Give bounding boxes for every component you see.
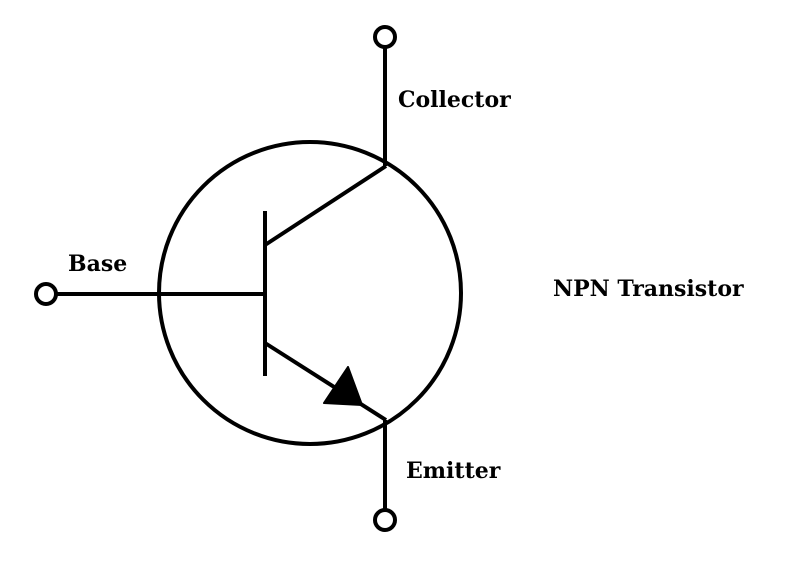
emitter-label: Emitter xyxy=(406,458,501,484)
emitter-arrow-icon xyxy=(323,366,363,406)
emitter-terminal xyxy=(373,508,397,532)
diagram-title: NPN Transistor xyxy=(553,276,744,302)
collector-diagonal xyxy=(263,164,388,247)
collector-terminal xyxy=(373,25,397,49)
collector-label: Collector xyxy=(398,87,511,113)
emitter-diagonal xyxy=(263,341,388,422)
base-label: Base xyxy=(68,251,127,277)
base-terminal xyxy=(34,282,58,306)
